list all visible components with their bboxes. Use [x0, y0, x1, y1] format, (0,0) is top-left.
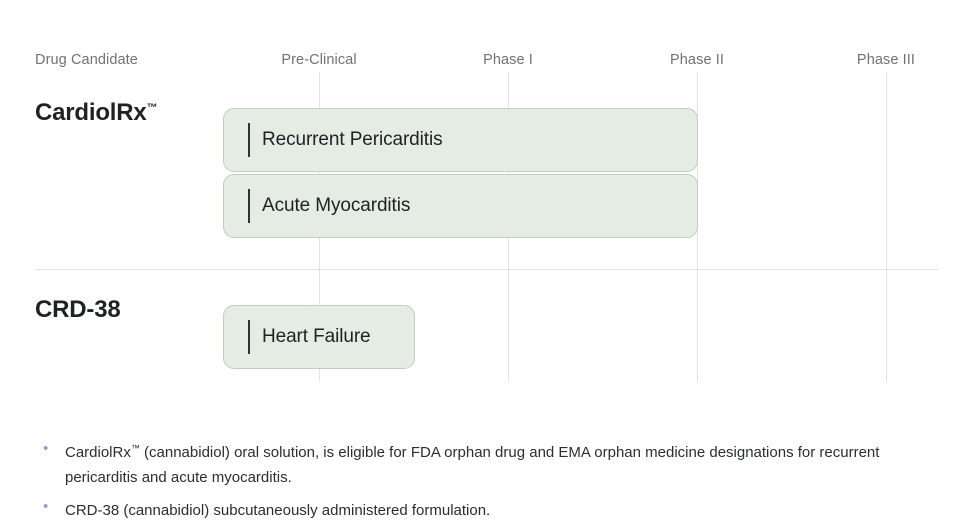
program-label: Acute Myocarditis	[262, 195, 411, 216]
drug-candidate-label: CRD-38	[35, 296, 121, 323]
column-header-phase-ii: Phase II	[670, 52, 724, 68]
gridline-phase-iii	[886, 72, 887, 382]
bullet-icon: •	[43, 440, 49, 457]
drug-candidate-name-cardiolrx: CardiolRx™	[35, 99, 158, 127]
row-divider	[35, 269, 938, 270]
footnote-cardiolrx: • CardiolRx™ (cannabidiol) oral solution,…	[35, 436, 935, 490]
drug-candidate-label: CardiolRx	[35, 99, 147, 126]
column-header-drug-candidate: Drug Candidate	[35, 52, 138, 68]
trademark-symbol: ™	[146, 102, 158, 114]
program-label: Recurrent Pericarditis	[262, 129, 443, 150]
column-header-phase-iii: Phase III	[856, 52, 916, 68]
bullet-icon: •	[43, 498, 49, 515]
footnote-crd-38: • CRD-38 (cannabidiol) subcutaneously adm…	[35, 494, 935, 523]
bar-accent-line	[248, 189, 250, 223]
column-header-phase-i: Phase I	[483, 52, 533, 68]
program-label: Heart Failure	[262, 326, 371, 347]
program-bar-heart-failure[interactable]: Heart Failure	[223, 305, 415, 369]
trademark-symbol: ™	[130, 443, 140, 453]
drug-candidate-name-crd-38: CRD-38	[35, 296, 121, 324]
footnote-text-lead: CardiolRx	[65, 444, 131, 461]
program-bar-recurrent-pericarditis[interactable]: Recurrent Pericarditis	[223, 108, 698, 172]
column-header-pre-clinical: Pre-Clinical	[281, 52, 357, 68]
bar-accent-line	[248, 123, 250, 157]
program-bar-acute-myocarditis[interactable]: Acute Myocarditis	[223, 174, 698, 238]
footnote-text-lead: CRD-38 (cannabidiol) subcutaneously admi…	[65, 502, 491, 519]
footnote-text-rest: (cannabidiol) oral solution, is eligible…	[65, 444, 880, 486]
bar-accent-line	[248, 320, 250, 354]
footnotes: • CardiolRx™ (cannabidiol) oral solution,…	[35, 436, 935, 527]
